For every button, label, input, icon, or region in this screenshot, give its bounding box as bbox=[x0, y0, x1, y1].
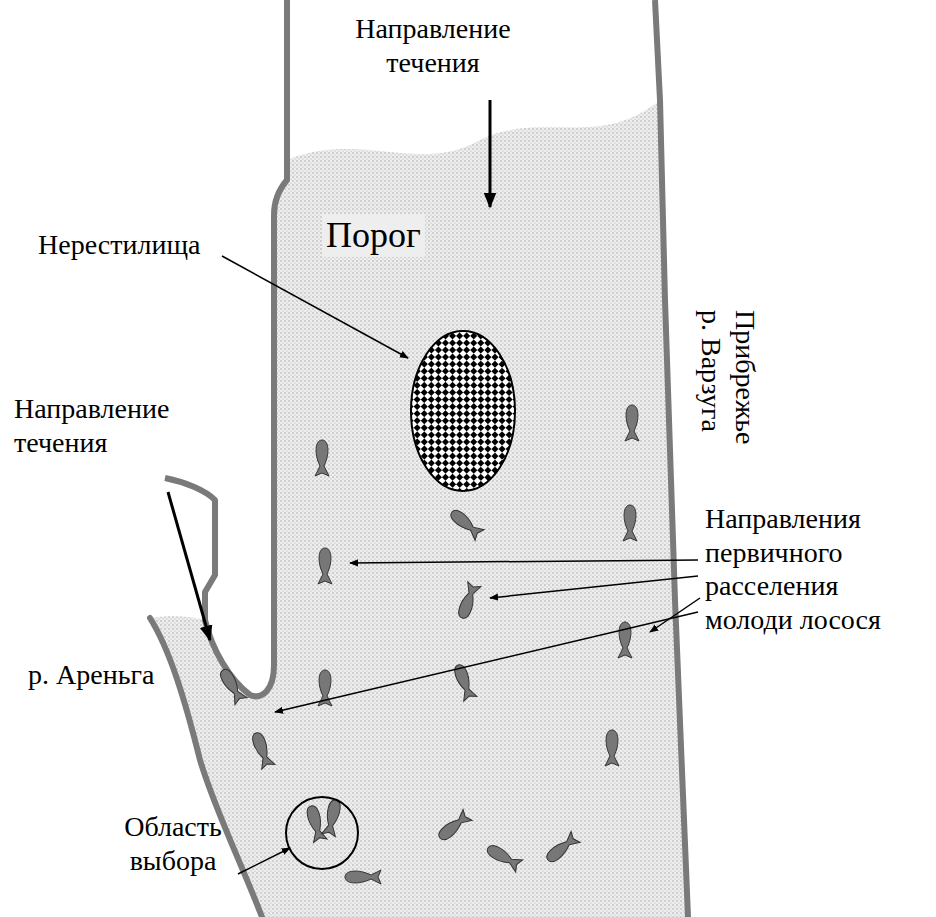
dispersal-label: Направления первичного расселения молоди… bbox=[705, 502, 927, 636]
choice-area-circle bbox=[286, 797, 358, 869]
salmon-fry bbox=[625, 405, 639, 441]
salmon-fry bbox=[436, 809, 473, 843]
leader-line bbox=[650, 598, 700, 632]
shore-label: Прибрежье р. Варзуга bbox=[694, 310, 761, 460]
fish-group bbox=[217, 405, 639, 884]
spawning-ground bbox=[411, 331, 515, 491]
flow-direction-label: Направление течения bbox=[14, 392, 214, 459]
salmon-fry bbox=[455, 582, 480, 621]
left-bank bbox=[165, 0, 287, 696]
salmon-fry bbox=[249, 731, 274, 770]
spawning-ground-label: Нерестилища bbox=[38, 228, 200, 262]
right-bank bbox=[655, 0, 688, 917]
leader-line bbox=[350, 560, 698, 563]
salmon-fry bbox=[217, 667, 247, 705]
leader-line bbox=[238, 848, 290, 874]
salmon-fry bbox=[304, 804, 327, 842]
salmon-fry bbox=[605, 730, 619, 766]
salmon-fry bbox=[318, 548, 332, 584]
salmon-fry bbox=[451, 663, 476, 702]
leader-line bbox=[490, 576, 698, 598]
flow-direction-label: Направление течения bbox=[318, 12, 548, 79]
river-name-label: р. Ареньга bbox=[28, 658, 154, 692]
flow-arrow bbox=[489, 100, 492, 207]
water-area bbox=[150, 100, 688, 917]
leader-line bbox=[222, 256, 408, 358]
salmon-fry bbox=[322, 799, 343, 837]
salmon-fry bbox=[544, 831, 581, 865]
choice-area-label: Область выбора bbox=[112, 810, 234, 877]
salmon-fry bbox=[448, 507, 485, 541]
salmon-fry bbox=[485, 842, 523, 872]
salmon-fry bbox=[315, 440, 329, 476]
flow-arrow bbox=[168, 492, 210, 640]
salmon-fry bbox=[345, 870, 381, 884]
rapids-label: Порог bbox=[322, 214, 425, 257]
leader-line bbox=[275, 612, 698, 712]
salmon-fry bbox=[623, 505, 637, 541]
